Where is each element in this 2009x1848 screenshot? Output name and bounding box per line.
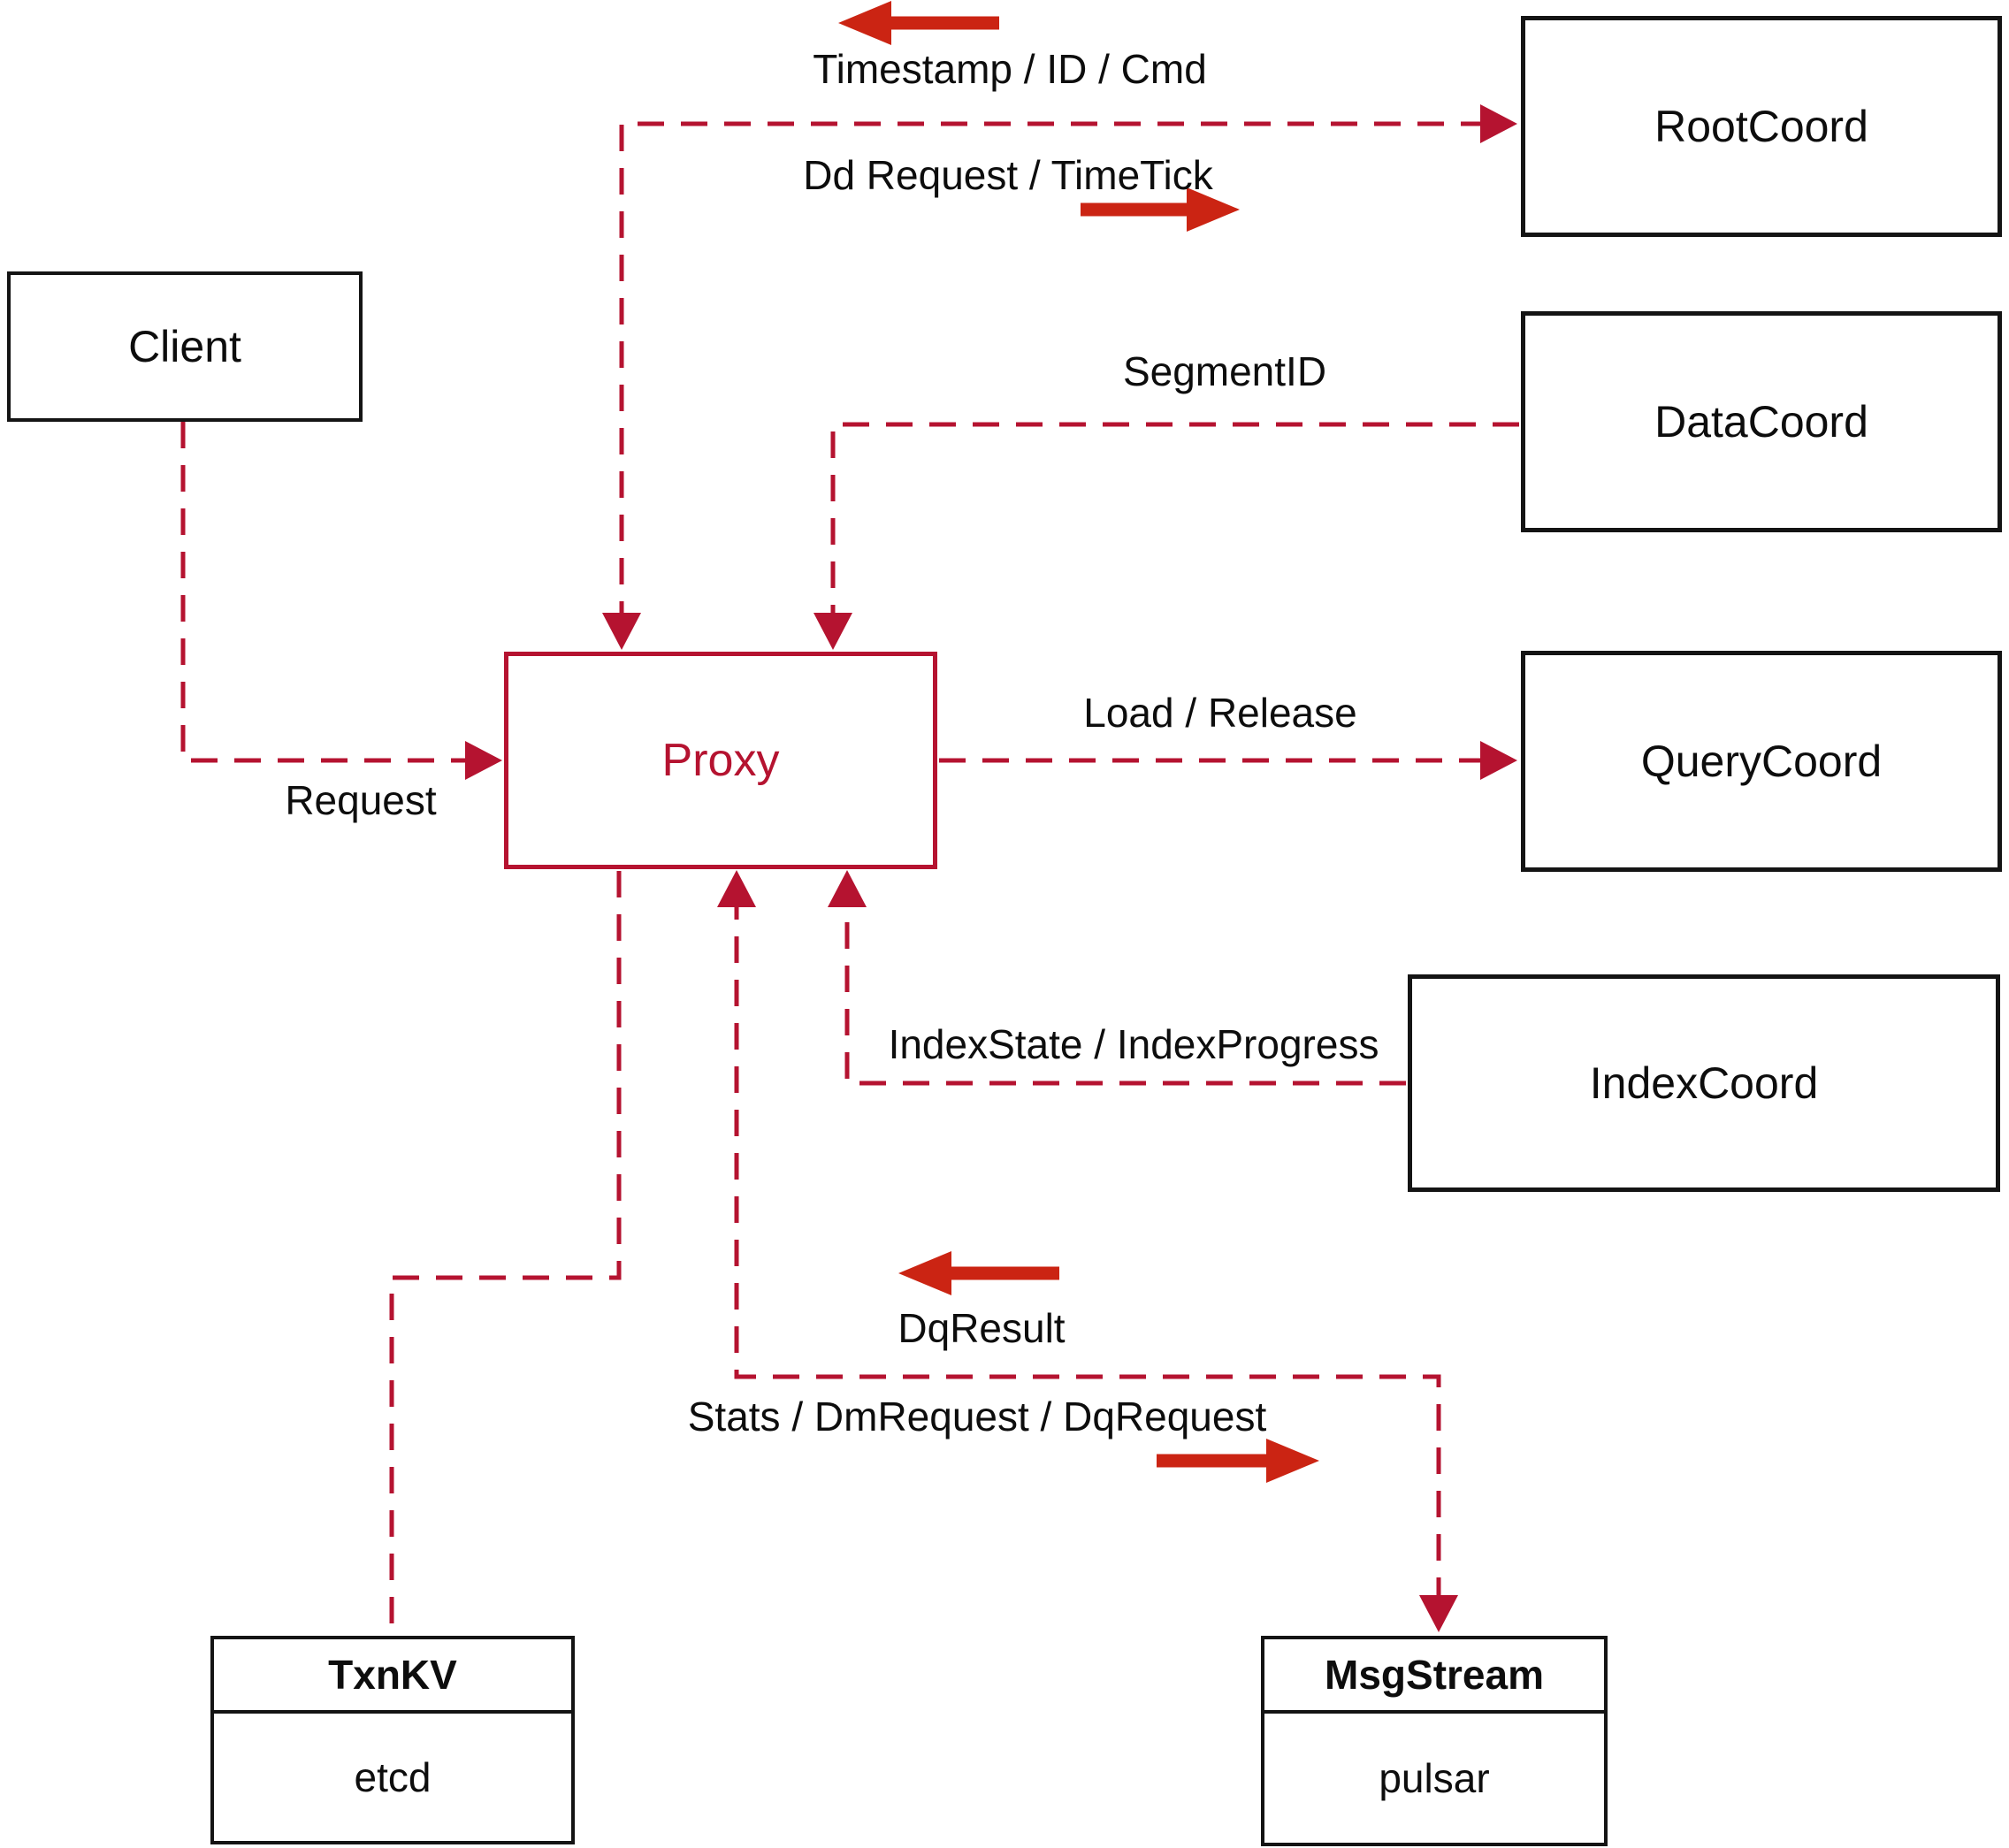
node-proxy: Proxy xyxy=(504,652,937,869)
node-querycoord: QueryCoord xyxy=(1521,651,2002,872)
edge-label-request: Request xyxy=(285,777,437,823)
node-msgstream-title: MsgStream xyxy=(1264,1639,1604,1714)
node-proxy-label: Proxy xyxy=(661,735,780,786)
arrowhead-into-proxy-bottom-right xyxy=(828,870,867,907)
node-txnkv-subtitle: etcd xyxy=(354,1754,432,1800)
edge-label-timestamp: Timestamp / ID / Cmd xyxy=(813,46,1207,92)
edge-datacoord-proxy xyxy=(830,422,1519,628)
direction-arrow-right-stats-icon xyxy=(1157,1439,1319,1483)
node-querycoord-label: QueryCoord xyxy=(1640,737,1883,786)
edge-label-index-state: IndexState / IndexProgress xyxy=(888,1021,1379,1067)
node-txnkv-title: TxnKV xyxy=(214,1639,571,1714)
arrowhead-into-rootcoord xyxy=(1480,104,1517,143)
edge-label-stats: Stats / DmRequest / DqRequest xyxy=(687,1394,1267,1439)
arrowhead-into-msgstream xyxy=(1419,1595,1458,1632)
node-client: Client xyxy=(7,271,363,422)
edge-indexcoord-proxy xyxy=(844,893,1406,1086)
arrowhead-into-proxy-top-left xyxy=(602,613,641,650)
arrowhead-into-proxy-left xyxy=(465,741,502,780)
node-msgstream: MsgStream pulsar xyxy=(1261,1636,1608,1846)
edge-label-segment-id: SegmentID xyxy=(1122,348,1327,394)
node-indexcoord-label: IndexCoord xyxy=(1589,1058,1819,1108)
direction-arrow-left-timestamp-icon xyxy=(838,1,999,45)
edge-proxy-rootcoord xyxy=(619,121,1494,628)
node-datacoord: DataCoord xyxy=(1521,311,2002,532)
direction-arrow-right-ddrequest-icon xyxy=(1081,187,1240,232)
edge-label-dq-result: DqResult xyxy=(898,1305,1066,1351)
node-indexcoord: IndexCoord xyxy=(1408,974,2000,1192)
node-datacoord-label: DataCoord xyxy=(1654,397,1868,447)
edge-proxy-txnkv xyxy=(389,871,622,1634)
edge-label-dd-request: Dd Request / TimeTick xyxy=(803,152,1213,198)
edge-client-proxy xyxy=(180,422,477,763)
node-txnkv: TxnKV etcd xyxy=(210,1636,575,1844)
node-rootcoord: RootCoord xyxy=(1521,16,2002,237)
arrowhead-into-querycoord xyxy=(1480,741,1517,780)
edge-label-load-release: Load / Release xyxy=(1083,690,1357,736)
arrowhead-into-proxy-bottom-left xyxy=(717,870,756,907)
arrowhead-into-proxy-top-right xyxy=(814,613,852,650)
edge-proxy-msgstream xyxy=(734,893,1441,1607)
node-msgstream-subtitle: pulsar xyxy=(1379,1755,1490,1801)
node-client-label: Client xyxy=(128,322,241,371)
node-rootcoord-label: RootCoord xyxy=(1654,102,1868,151)
direction-arrow-left-dqresult-icon xyxy=(898,1251,1059,1295)
